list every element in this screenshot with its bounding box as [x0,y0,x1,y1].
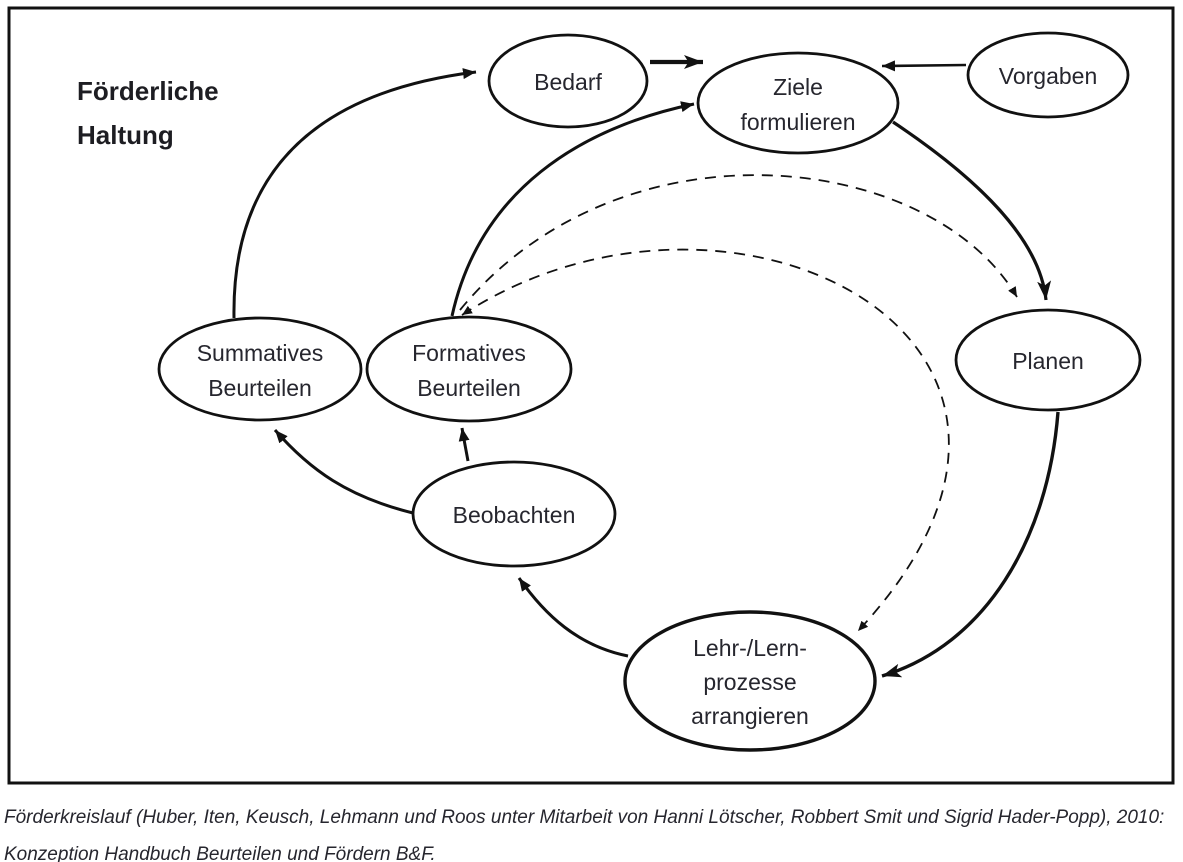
node-bedarf-label: Bedarf [534,69,602,95]
node-lehrlern-ellipse [623,610,877,752]
frame-title-line-1: Förderliche [77,76,219,106]
node-formatives-label-line-1: Formatives [412,340,526,366]
node-ziele-ellipse [696,51,900,155]
node-beobachten: Beobachten [411,460,617,568]
node-summatives-beurteilen: Summatives Beurteilen [157,316,363,422]
arrow-beobachten-to-formatives [458,427,470,462]
diagram-frame [7,6,1175,785]
caption-line-2: Konzeption Handbuch Beurteilen und Förde… [4,844,436,862]
node-beobachten-ellipse [411,460,617,568]
node-vorgaben-ellipse [966,31,1130,119]
arrow-formatives-to-ziele [450,101,695,317]
node-planen: Planen [954,308,1142,412]
node-summatives-ellipse [157,316,363,422]
frame-title-line-2: Haltung [77,120,174,150]
node-lehrlern-label-line-1: Lehr-/Lern- [693,635,807,661]
node-summatives-label-line-2: Beurteilen [208,375,312,401]
node-lehrlern-label-line-2: prozesse [703,669,796,695]
dashed-arrow-formatives-to-lehrlern [461,248,950,632]
node-ziele-formulieren: Ziele formulieren [696,51,900,155]
node-bedarf-ellipse [487,33,649,129]
node-vorgaben: Vorgaben [966,31,1130,119]
arrow-beobachten-to-summatives [273,429,414,515]
node-formatives-ellipse [365,315,573,423]
arrow-planen-to-lehrlern [881,411,1060,678]
dashed-arrow-formatives-to-planen [459,174,1018,311]
node-lehrlern-label-line-3: arrangieren [691,703,809,729]
arrow-lehrlern-to-beobachten [517,577,629,658]
node-ziele-label-line-1: Ziele [773,74,823,100]
node-formatives-beurteilen: Formatives Beurteilen [365,315,573,423]
node-bedarf: Bedarf [487,33,649,129]
arrow-ziele-to-planen [892,120,1052,301]
node-vorgaben-label: Vorgaben [999,63,1097,89]
node-planen-ellipse [954,308,1142,412]
node-lehr-lern-prozesse: Lehr-/Lern- prozesse arrangieren [623,610,877,752]
node-beobachten-label: Beobachten [453,502,576,528]
caption-line-1: Förderkreislauf (Huber, Iten, Keusch, Le… [4,807,1164,828]
node-planen-label: Planen [1012,348,1084,374]
node-summatives-label-line-1: Summatives [197,340,324,366]
node-ziele-label-line-2: formulieren [740,109,855,135]
arrow-summatives-to-bedarf [232,68,477,319]
arrow-vorgaben-to-ziele [881,60,967,72]
node-formatives-label-line-2: Beurteilen [417,375,521,401]
